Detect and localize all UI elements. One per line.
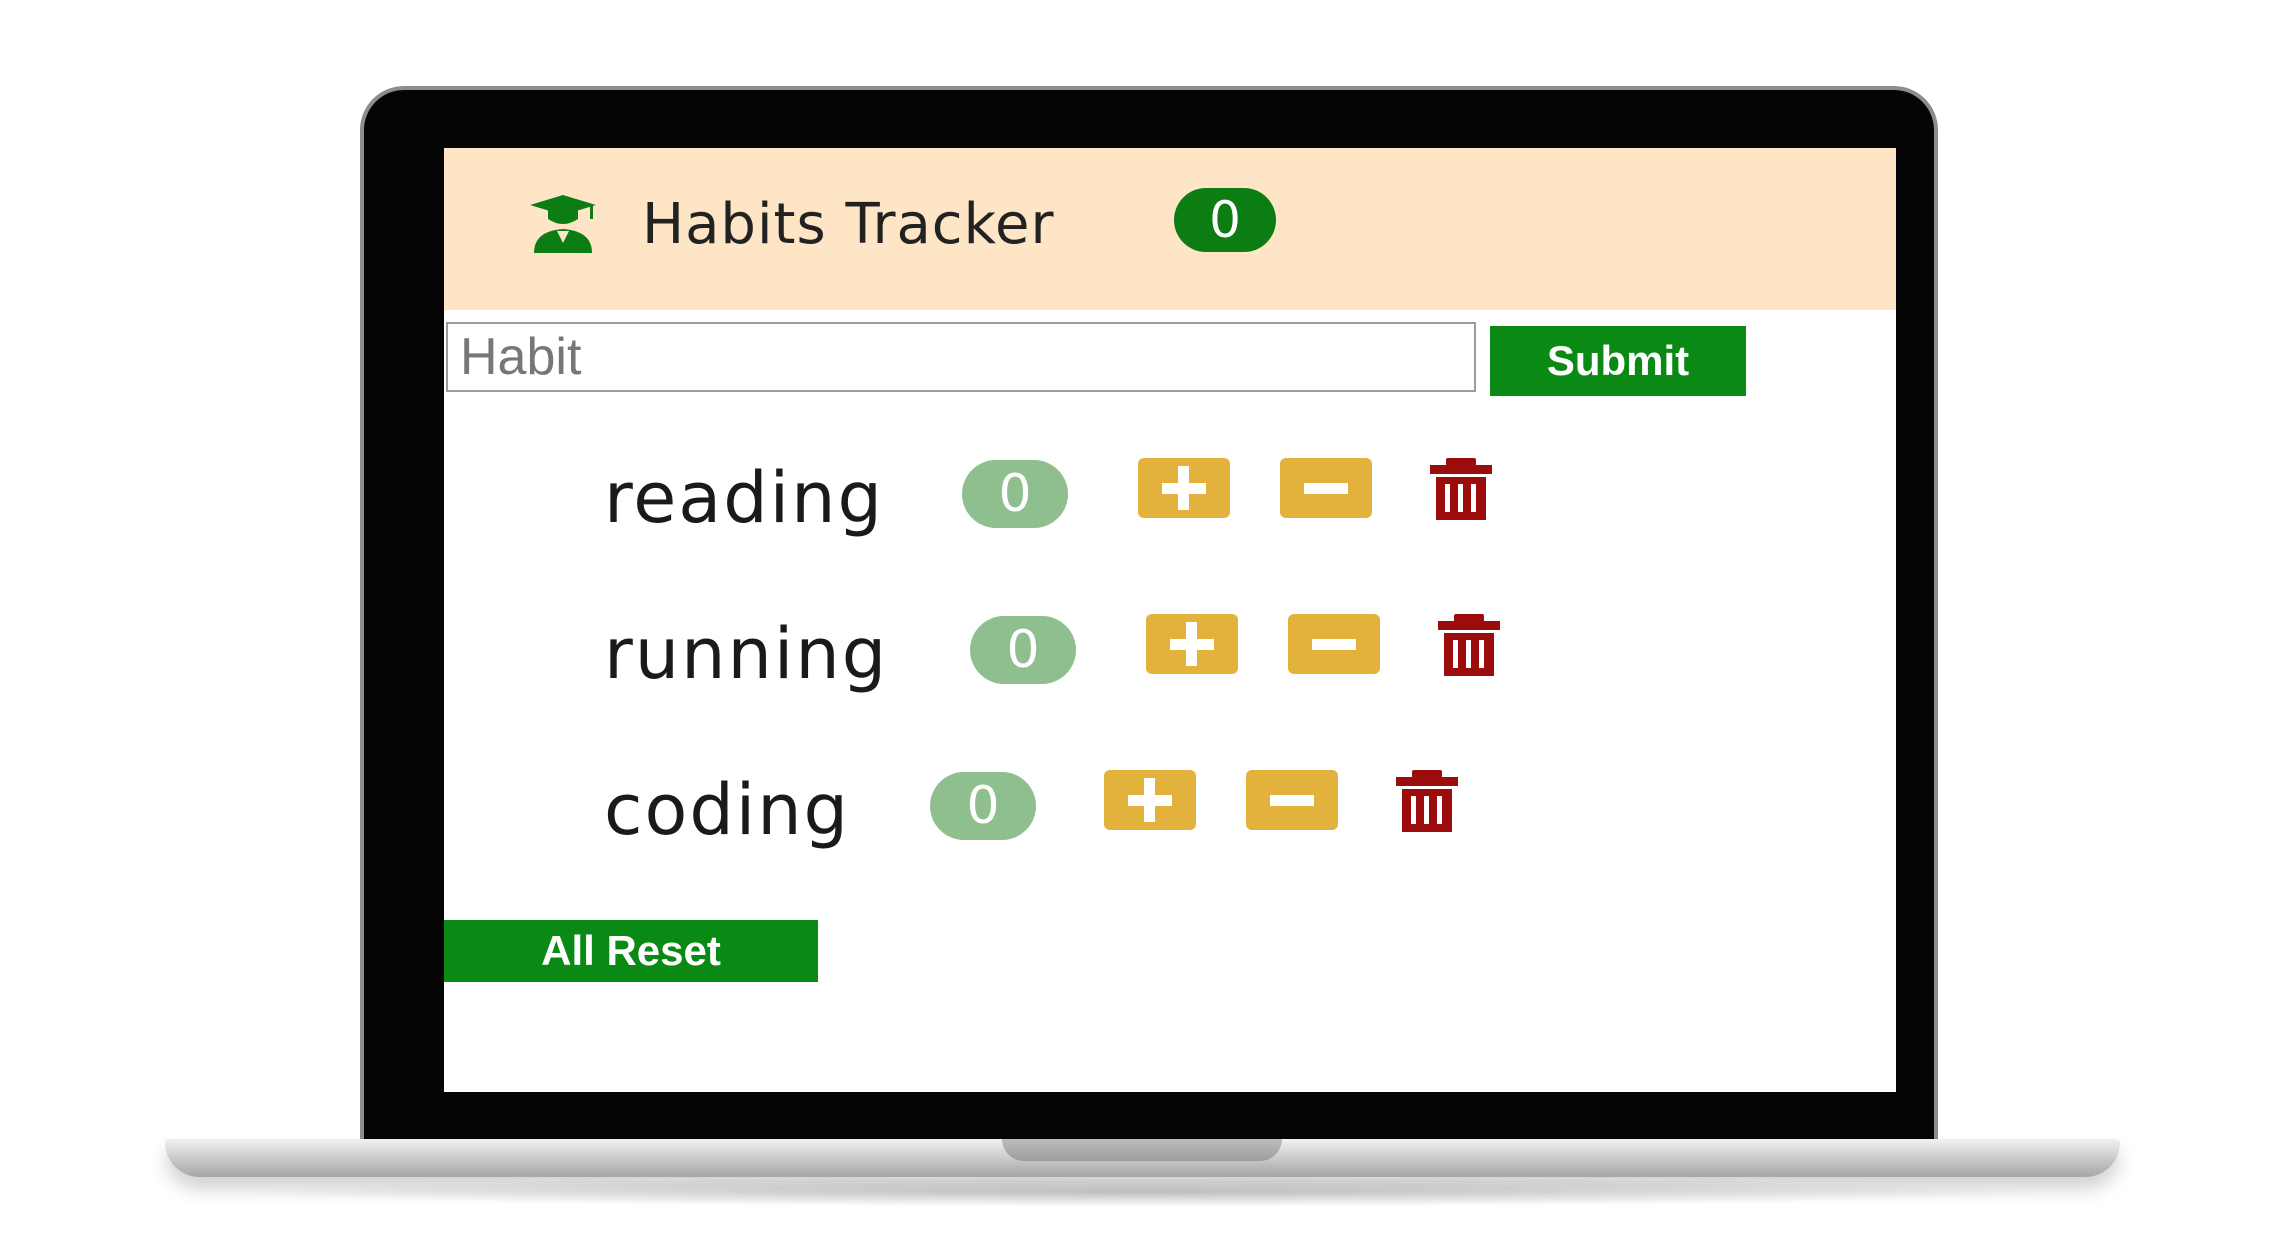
habit-name: running: [604, 613, 889, 695]
habit-count-badge: 0: [970, 616, 1076, 684]
laptop-shadow: [230, 1177, 2060, 1207]
habit-row-coding: coding 0: [444, 760, 1896, 870]
habit-row-reading: reading 0: [444, 448, 1896, 558]
habit-name: coding: [604, 769, 850, 851]
app-header: Habits Tracker 0: [444, 148, 1896, 310]
increment-button[interactable]: [1138, 458, 1230, 518]
total-count-badge: 0: [1174, 188, 1276, 252]
habit-count-badge: 0: [962, 460, 1068, 528]
all-reset-button[interactable]: All Reset: [444, 920, 818, 982]
habit-count-badge: 0: [930, 772, 1036, 840]
submit-button[interactable]: Submit: [1490, 326, 1746, 396]
decrement-button[interactable]: [1288, 614, 1380, 674]
laptop-notch: [1002, 1139, 1282, 1161]
increment-button[interactable]: [1146, 614, 1238, 674]
increment-button[interactable]: [1104, 770, 1196, 830]
decrement-button[interactable]: [1246, 770, 1338, 830]
habit-input[interactable]: [446, 322, 1476, 392]
decrement-button[interactable]: [1280, 458, 1372, 518]
app-screen: Habits Tracker 0 Submit reading 0: [444, 148, 1896, 1092]
app-title: Habits Tracker: [642, 192, 1055, 257]
trash-icon[interactable]: [1392, 770, 1462, 832]
habit-row-running: running 0: [444, 604, 1896, 714]
user-graduate-icon: [530, 195, 596, 253]
trash-icon[interactable]: [1434, 614, 1504, 676]
trash-icon[interactable]: [1426, 458, 1496, 520]
habit-name: reading: [604, 457, 884, 539]
